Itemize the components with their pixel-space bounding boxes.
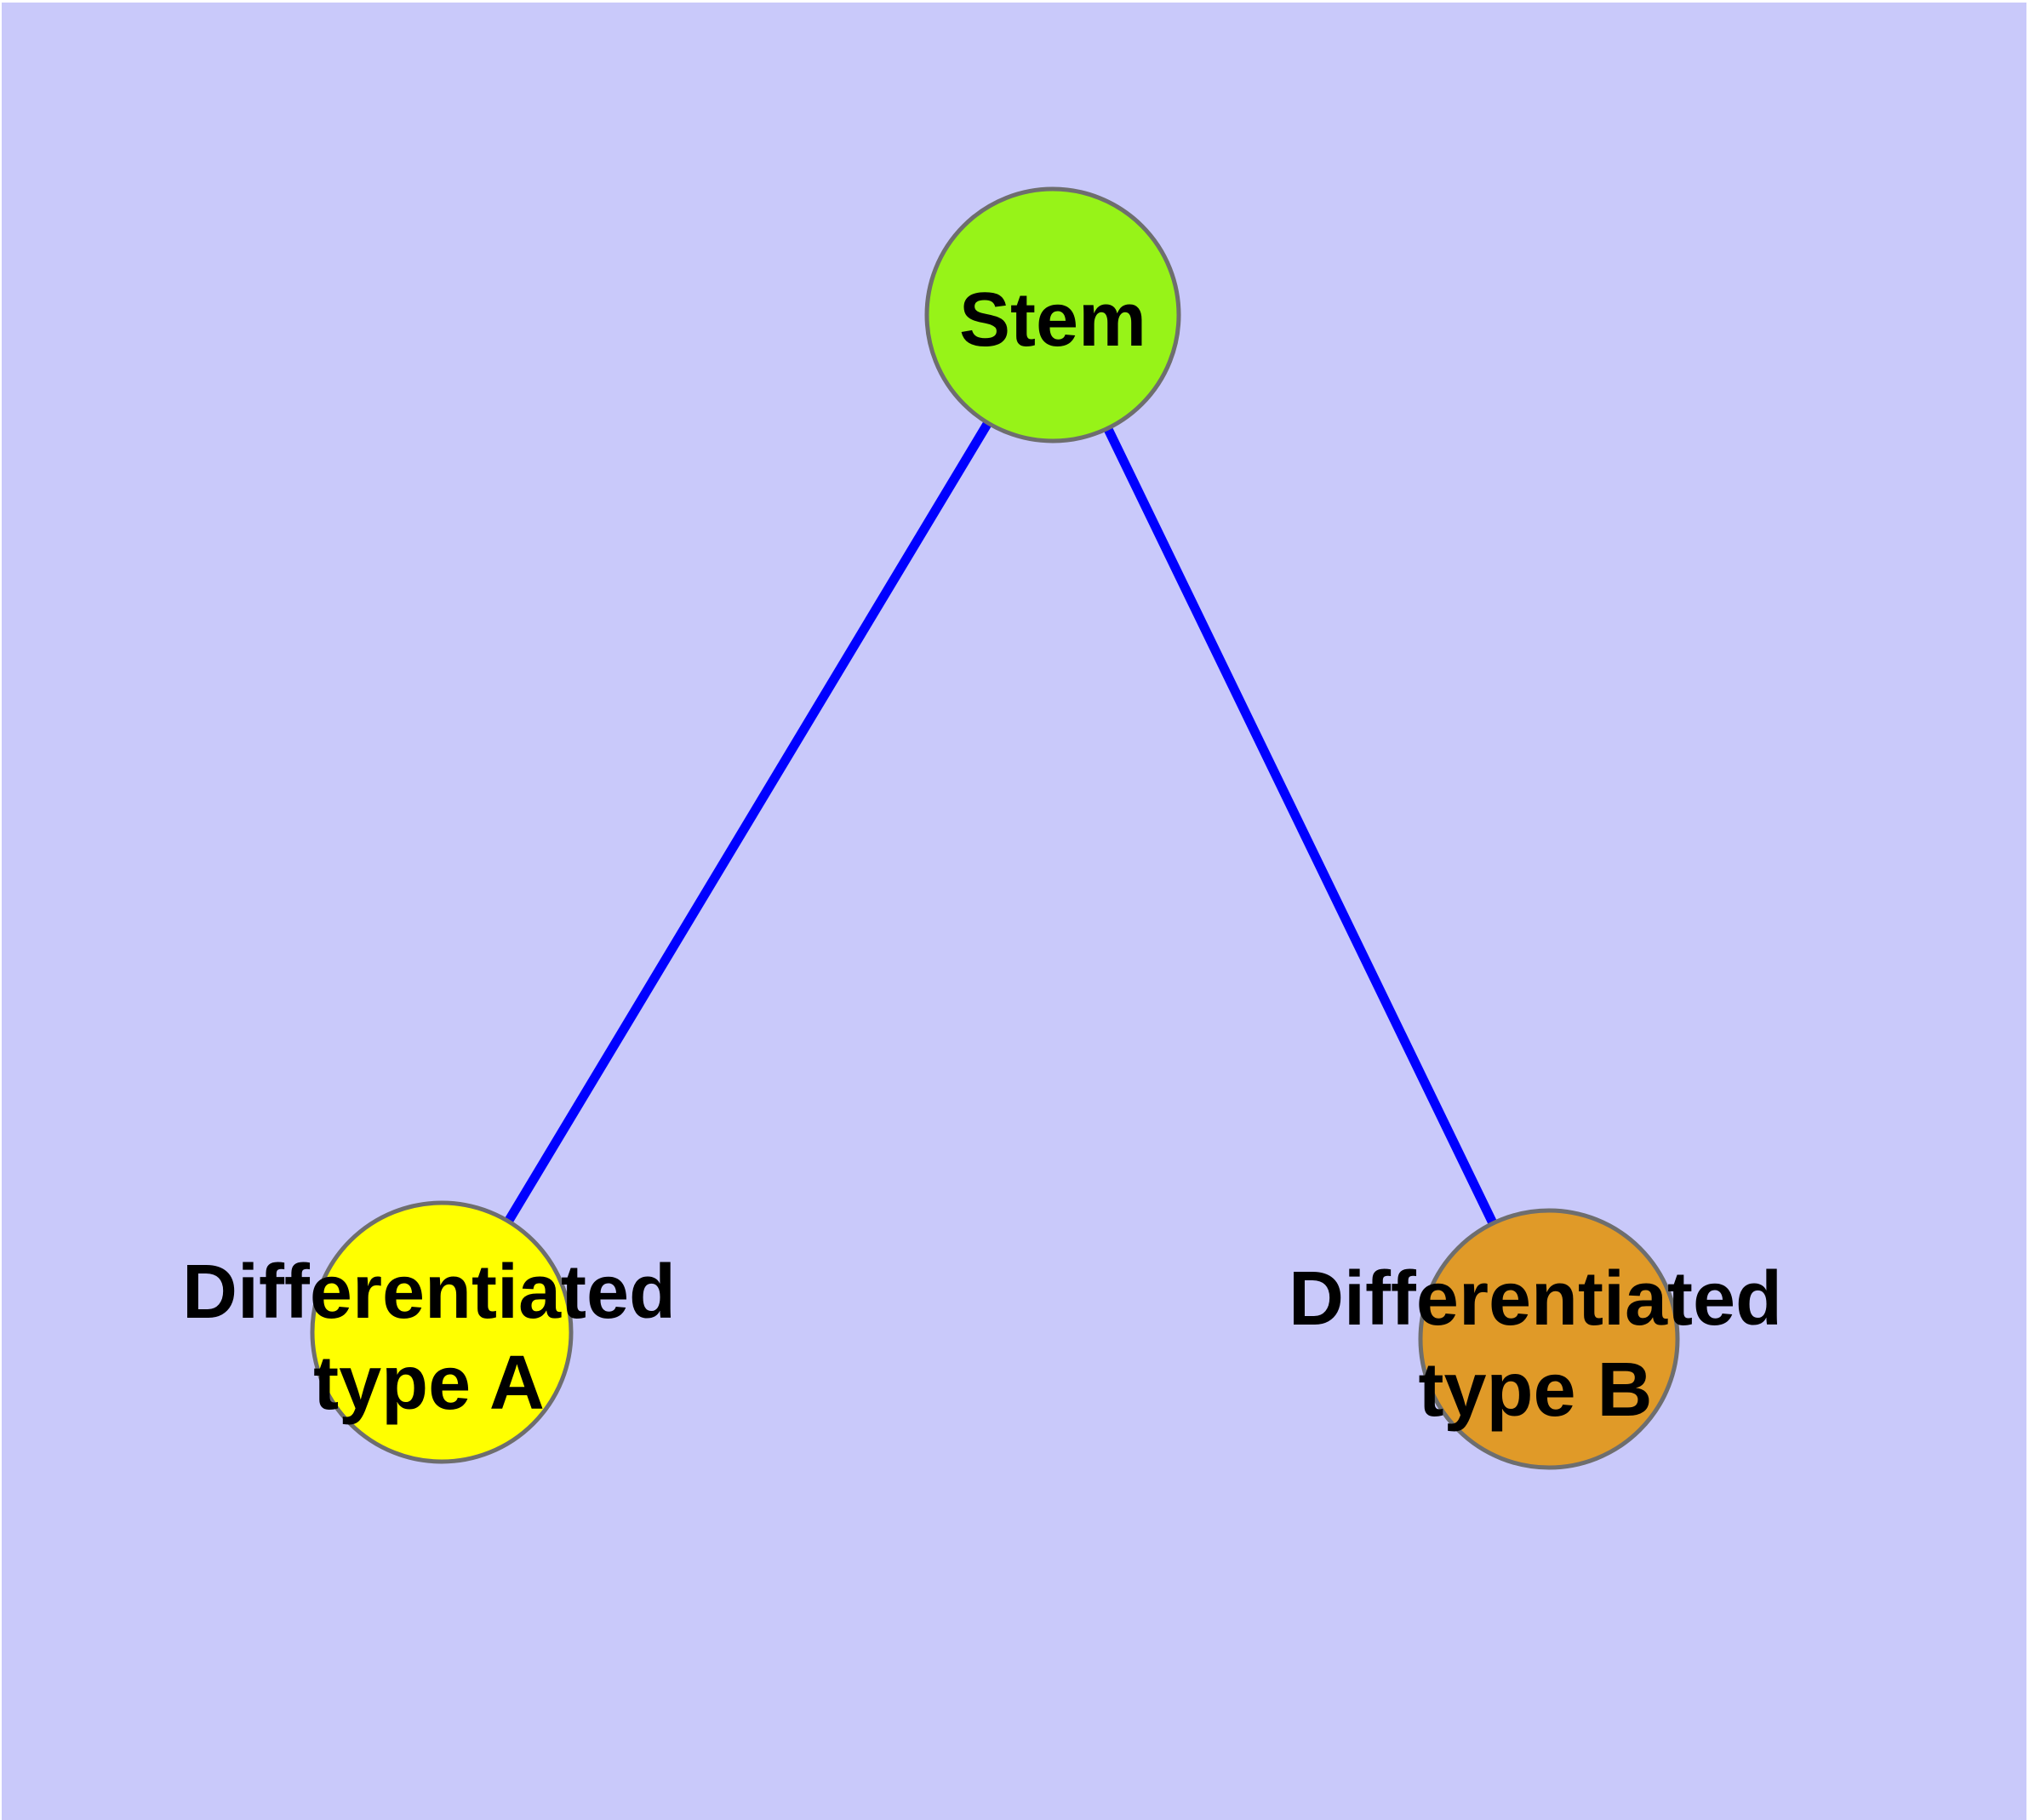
node-stem-label: Stem	[959, 278, 1146, 363]
node-stem	[924, 186, 1181, 444]
node-type-b-label-line2: type B	[1418, 1348, 1652, 1433]
edge-stem-to-type-a	[437, 312, 1057, 1335]
node-type-a-label-line2: type A	[313, 1341, 545, 1426]
edge-stem-to-type-b	[1049, 312, 1553, 1342]
node-differentiated-type-b	[1418, 1208, 1680, 1470]
node-type-a-label-line1: Differentiated	[182, 1250, 676, 1335]
node-differentiated-type-a	[310, 1200, 574, 1464]
node-type-b-label-line1: Differentiated	[1289, 1256, 1782, 1342]
